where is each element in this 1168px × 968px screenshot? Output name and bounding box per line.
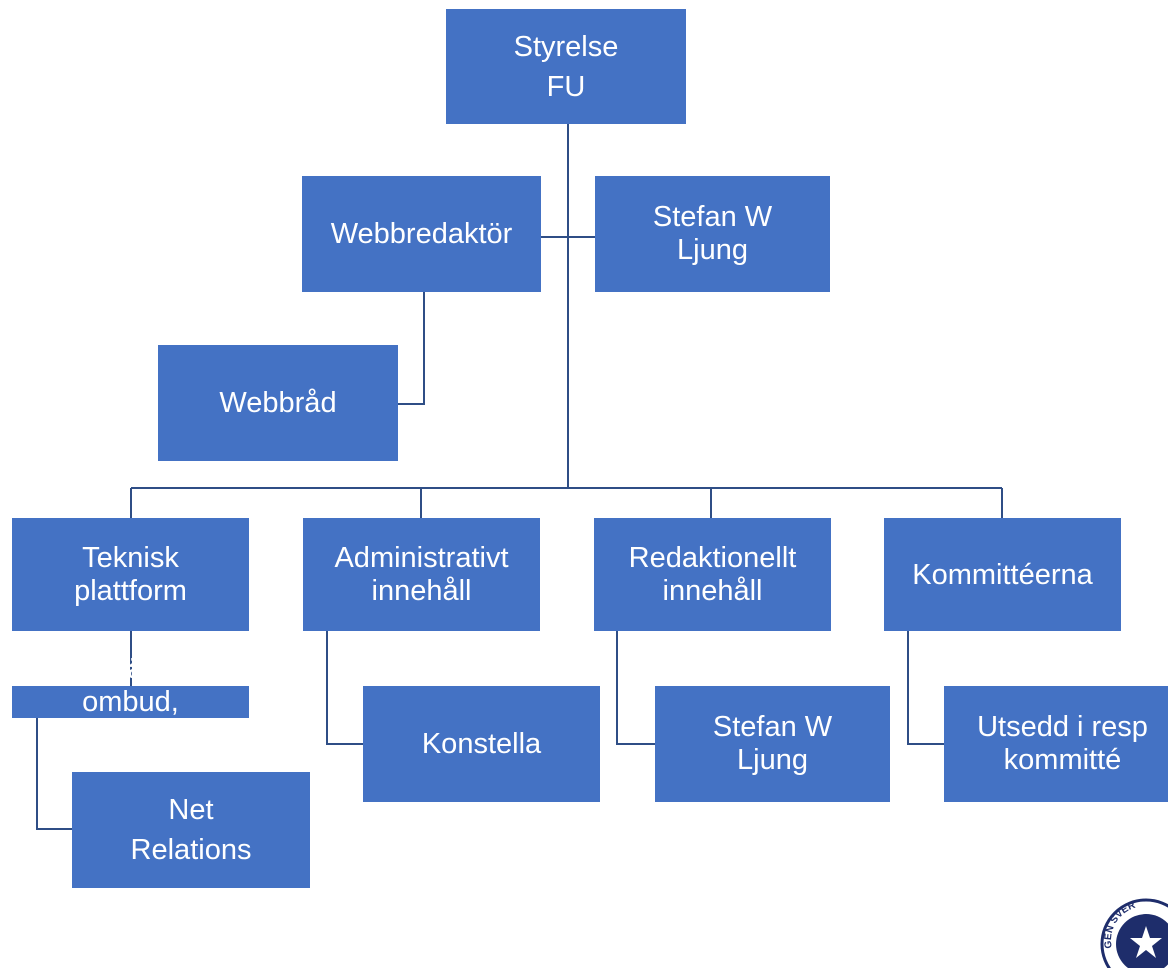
- box-bestallarombud-dioniq: Beställar- ombud, Dioniq: [12, 653, 249, 751]
- box-stefan-w-ljung-top: Stefan W Ljung: [595, 176, 830, 292]
- box-utsedd-i-resp-kommitte: Utsedd i resp kommitté: [944, 686, 1168, 802]
- box-konstella: Konstella: [363, 686, 600, 802]
- box-webbredaktor: Webbredaktör: [302, 176, 541, 292]
- box-net-relations: Net Relations: [72, 772, 310, 888]
- box-styrelse-fu: Styrelse FU: [446, 9, 686, 124]
- box-administrativt-innehall: Administrativt innehåll: [303, 518, 540, 631]
- box-stefan-w-ljung-bottom: Stefan W Ljung: [655, 686, 890, 802]
- box-webbrad: Webbråd: [158, 345, 398, 461]
- organization-seal-icon: GEN SVER: [1100, 898, 1168, 968]
- box-kommitteerna: Kommittéerna: [884, 518, 1121, 631]
- box-redaktionellt-innehall: Redaktionellt innehåll: [594, 518, 831, 631]
- box-teknisk-plattform: Teknisk plattform: [12, 518, 249, 631]
